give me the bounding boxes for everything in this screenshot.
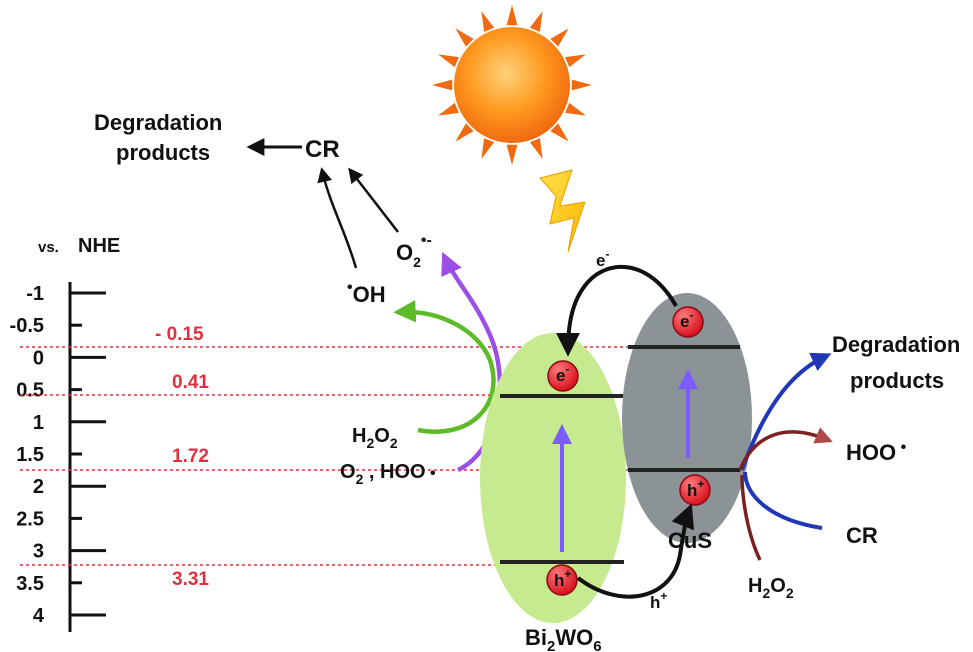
- sun-ray: [455, 123, 474, 142]
- electron-transfer-arrow: [556, 264, 678, 357]
- maroon-arrow-to-hoo: [738, 427, 833, 471]
- scale-tick-label: 0.5: [16, 380, 44, 402]
- left-cr-label: CR: [305, 136, 340, 163]
- left-degradation-label: Degradation: [94, 110, 222, 135]
- green-arrow-h2o2-to-oh: [393, 299, 496, 434]
- svg-text:e-: e-: [680, 308, 693, 331]
- scale-tick-label: 2.5: [16, 508, 44, 530]
- scale-tick-label: 1.5: [16, 444, 44, 466]
- left-products-label: products: [116, 140, 210, 165]
- sun-ray: [529, 11, 543, 32]
- scale-tick-label: 3: [33, 541, 44, 563]
- arrow-o2-to-cr: [348, 167, 399, 233]
- sun-ray: [565, 54, 586, 68]
- sun-ray: [550, 28, 569, 47]
- blue-curve-from-cr: [743, 471, 823, 530]
- sun-ray: [565, 102, 586, 116]
- charge-carriers: e- h+ e- h+: [546, 306, 711, 596]
- potential-label-3: 1.72: [172, 446, 209, 467]
- scale-ticks: -1 -0.5 0 0.5 1 1.5 2 2.5 3 3.5 4: [10, 283, 106, 627]
- right-hoo-label: HOO •: [846, 439, 907, 465]
- bi2wo6-ellipse: [480, 333, 626, 623]
- maroon-curve-from-h2o2: [740, 474, 762, 561]
- sun-ray: [481, 138, 495, 159]
- potential-label-1: - 0.15: [155, 324, 204, 345]
- scale-tick-label: 3.5: [16, 573, 44, 595]
- sun-ray: [438, 54, 459, 68]
- scale-tick-label: 0: [33, 347, 44, 369]
- electron-transfer-label: e-: [596, 247, 609, 270]
- potential-label-2: 0.41: [172, 372, 209, 393]
- scale-tick-label: 2: [33, 476, 44, 498]
- scale-tick-label: 1: [33, 412, 44, 434]
- svg-text:h+: h+: [554, 567, 571, 590]
- sun-ray: [506, 144, 518, 165]
- sun-ray: [529, 138, 543, 159]
- arrow-oh-to-cr: [317, 167, 358, 269]
- scale-tick-label: -1: [26, 283, 44, 305]
- sun-ray: [550, 123, 569, 142]
- h2o2-right-label: H2O2: [748, 575, 794, 601]
- h2o2-left-label: H2O2: [352, 425, 398, 451]
- blue-arrow-to-products: [740, 352, 832, 471]
- electron-bi2wo6: e-: [547, 360, 579, 392]
- lightning-icon: [539, 169, 586, 253]
- left-products: Degradation products CR •OH O2•- H2O2 O2…: [94, 110, 503, 487]
- sun-ray: [432, 79, 453, 91]
- bi2wo6-label: Bi2WO6: [525, 625, 602, 652]
- scale-tick-label: -0.5: [10, 315, 44, 337]
- hole-cus: h+: [679, 474, 711, 506]
- nhe-scale: vs. NHE -1 -0.5 0 0.5 1 1.5 2 2.5 3 3.5 4: [10, 235, 120, 632]
- right-products: Degradation products HOO • CR H2O2: [738, 332, 960, 601]
- right-cr-label: CR: [846, 523, 878, 548]
- potential-label-4: 3.31: [172, 569, 209, 590]
- cus-particle: CuS: [622, 293, 752, 553]
- scale-tick-label: 4: [33, 605, 45, 627]
- superoxide-label: O2•-: [396, 232, 432, 270]
- sun-ray: [438, 102, 459, 116]
- bi2wo6-particle: Bi2WO6: [480, 333, 626, 652]
- oh-radical-label: •OH: [347, 279, 386, 307]
- right-products-label: products: [850, 368, 944, 393]
- cus-label: CuS: [668, 528, 712, 553]
- sun-ray: [506, 5, 518, 26]
- o2-hoo-label: O2 , HOO •: [340, 461, 436, 487]
- right-degradation-label: Degradation: [832, 332, 960, 357]
- hole-transfer-label: h+: [650, 589, 667, 612]
- electron-cus: e-: [672, 306, 704, 338]
- sun-ray: [481, 11, 495, 32]
- svg-text:h+: h+: [687, 477, 704, 500]
- scale-nhe-label: NHE: [78, 235, 120, 257]
- sun-ray: [455, 28, 474, 47]
- svg-text:e-: e-: [556, 362, 569, 385]
- hole-transfer-arrow: [576, 503, 695, 599]
- scale-vs-label: vs.: [38, 239, 59, 256]
- sun-ray: [571, 79, 592, 91]
- sun-icon: [432, 5, 592, 165]
- hole-bi2wo6: h+: [546, 564, 578, 596]
